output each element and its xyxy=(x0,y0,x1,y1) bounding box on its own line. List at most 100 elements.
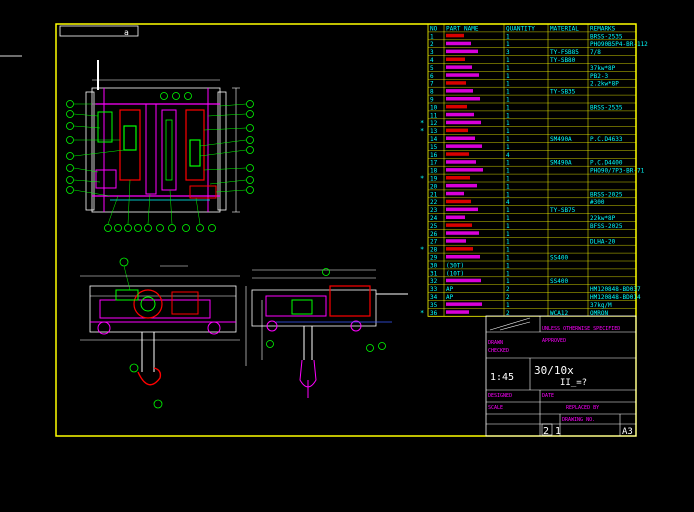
bom-star-marker: * xyxy=(420,127,424,135)
bom-cell-no: 22 xyxy=(430,199,438,206)
bom-cell-no: 4 xyxy=(430,57,434,64)
bom-cell-qty: 1 xyxy=(506,97,510,104)
bom-cell-qty: 1 xyxy=(506,136,510,143)
bom-cell-no: 27 xyxy=(430,239,438,246)
title-block-caption-7: DATE xyxy=(542,393,554,399)
bom-cell-no: 20 xyxy=(430,183,438,190)
bom-part-name-glyphs xyxy=(446,97,480,101)
bom-cell-name: (10T) xyxy=(446,270,464,277)
bom-cell-no: 2 xyxy=(430,41,434,48)
bom-cell-qty: 1 xyxy=(506,160,510,167)
bom-cell-qty: 1 xyxy=(506,191,510,198)
bom-cell-no: 6 xyxy=(430,73,434,80)
title-block xyxy=(485,315,637,437)
bom-cell-no: 18 xyxy=(430,168,438,175)
bom-cell-qty: 1 xyxy=(506,207,510,214)
bom-cell-no: 19 xyxy=(430,176,438,183)
bom-cell-no: 32 xyxy=(430,278,438,285)
bom-cell-name: AP xyxy=(446,286,454,293)
bom-cell-no: 17 xyxy=(430,160,438,167)
bom-cell-qty: 2 xyxy=(506,310,510,317)
bom-cell-qty: 1 xyxy=(506,231,510,238)
bom-part-name-glyphs xyxy=(446,89,473,93)
bom-cell-qty: 3 xyxy=(506,49,510,56)
bom-part-name-glyphs xyxy=(446,41,471,46)
bom-cell-no: 16 xyxy=(430,152,438,159)
bom-cell-no: 13 xyxy=(430,128,438,135)
bom-cell-no: 8 xyxy=(430,89,434,96)
bom-cell-mat: SM490A xyxy=(550,136,572,143)
bom-cell-no: 24 xyxy=(430,215,438,222)
bom-part-name-glyphs xyxy=(446,215,465,219)
plan-view xyxy=(85,60,240,213)
bom-cell-qty: 1 xyxy=(506,57,510,64)
bom-cell-rem: BRSS-2535 xyxy=(590,104,623,111)
bom-cell-qty: 1 xyxy=(506,255,510,262)
sheet-number: 2 xyxy=(543,426,549,437)
sheet-count: 1 xyxy=(555,426,561,437)
bom-cell-qty: 1 xyxy=(506,65,510,72)
bom-cell-no: 28 xyxy=(430,247,438,254)
bom-part-name-glyphs xyxy=(446,302,482,306)
bom-cell-mat: SM490A xyxy=(550,160,572,167)
title-block-caption-2: DRAWN xyxy=(488,340,503,346)
bom-cell-no: 21 xyxy=(430,191,438,198)
bom-header-material: MATERIAL xyxy=(550,25,579,32)
bom-cell-mat: SS400 xyxy=(550,278,568,285)
bom-cell-rem: 37kg/M xyxy=(590,302,612,309)
bom-cell-qty: 1 xyxy=(506,223,510,230)
bom-star-marker: * xyxy=(420,175,424,183)
title-block-caption-5: DESIGNED xyxy=(488,393,512,399)
bom-cell-mat: TY-SB75 xyxy=(550,207,576,214)
bom-cell-qty: 1 xyxy=(506,41,510,48)
bom-cell-rem: PHO90B5P4-BR-112 xyxy=(590,41,648,48)
drawing-scale: 1:45 xyxy=(490,372,514,383)
bom-part-name-glyphs xyxy=(446,223,472,227)
bom-cell-qty: 1 xyxy=(506,239,510,246)
bom-cell-qty: 1 xyxy=(506,176,510,183)
bom-cell-qty: 1 xyxy=(506,247,510,254)
bom-part-name-glyphs xyxy=(446,65,472,69)
bom-part-name-glyphs xyxy=(446,144,482,148)
bom-part-name-glyphs xyxy=(446,57,465,61)
bom-cell-qty: 1 xyxy=(506,278,510,285)
bom-part-name-glyphs xyxy=(446,136,475,140)
bom-part-name-glyphs xyxy=(446,152,469,156)
bom-cell-rem: BRSS-2025 xyxy=(590,191,623,198)
bom-cell-mat: SS400 xyxy=(550,255,568,262)
title-block-caption-9: DRAWING NO. xyxy=(562,417,595,423)
bom-cell-rem: BFSS-2025 xyxy=(590,223,623,230)
bom-cell-qty: 1 xyxy=(506,302,510,309)
plan-view-balloons xyxy=(66,92,254,232)
bom-cell-rem: PHO90/7P3-BR-71 xyxy=(590,168,645,175)
bom-cell-rem: BRSS-2535 xyxy=(590,33,623,40)
bom-cell-name: (30T) xyxy=(446,262,464,269)
bom-cell-qty: 1 xyxy=(506,112,510,119)
bom-part-name-glyphs xyxy=(446,183,477,188)
bom-cell-rem: P.C.D4400 xyxy=(590,160,623,167)
bom-cell-qty: 1 xyxy=(506,168,510,175)
bom-header-quantity: QUANTITY xyxy=(506,25,535,32)
bom-cell-qty: 1 xyxy=(506,104,510,111)
bom-header-remarks: REMARKS xyxy=(590,25,616,32)
bom-cell-rem: PB2-3 xyxy=(590,73,608,80)
bom-cell-no: 15 xyxy=(430,144,438,151)
bom-part-name-glyphs xyxy=(446,255,480,259)
bom-part-name-glyphs xyxy=(446,278,481,283)
bom-cell-no: 14 xyxy=(430,136,438,143)
bom-cell-rem: HM120848-BD037 xyxy=(590,286,641,293)
bom-cell-no: 29 xyxy=(430,255,438,262)
bom-cell-no: 26 xyxy=(430,231,438,238)
bom-cell-rem: OMRON xyxy=(590,310,608,317)
bom-cell-qty: 1 xyxy=(506,215,510,222)
title-block-caption-1: UNLESS OTHERWISE SPECIFIED xyxy=(542,326,620,332)
bom-cell-qty: 2 xyxy=(506,286,510,293)
bom-star-marker: * xyxy=(420,246,424,254)
bom-header-no: NO xyxy=(430,25,438,32)
bom-cell-no: 30 xyxy=(430,262,438,269)
bom-part-name-glyphs xyxy=(446,231,479,235)
drawing-title: 30/10x xyxy=(534,364,574,377)
bom-cell-qty: 2 xyxy=(506,294,510,301)
